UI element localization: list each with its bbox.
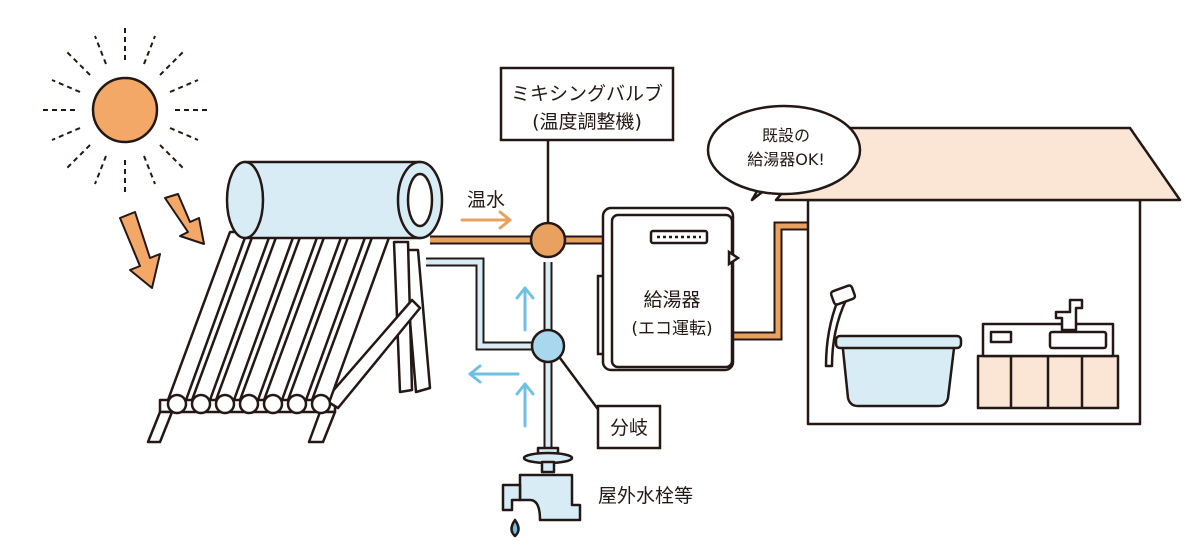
hot-flow-arrow-icon (460, 210, 512, 230)
water-heater (596, 206, 741, 372)
hot-water-label: 温水 (467, 189, 505, 211)
mixing-valve-label-box (499, 66, 675, 142)
cold-flow-arrow-icon (468, 286, 535, 428)
cold-water-pipe (426, 257, 553, 448)
bubble-line-1: 既設の (762, 126, 810, 145)
sun-icon (43, 28, 207, 192)
mixing-valve-sublabel: (温度調整機) (532, 111, 642, 133)
outdoor-faucet-icon (501, 446, 582, 538)
water-heater-label: 給湯器 (643, 289, 700, 311)
speech-bubble (706, 104, 862, 202)
solar-collector (146, 160, 444, 444)
branch-label: 分岐 (610, 417, 648, 439)
mixing-valve (529, 221, 567, 259)
leader-line (558, 357, 602, 413)
branch-label-box (596, 404, 662, 450)
sunlight-arrow-icon (119, 211, 161, 289)
sunlight-arrow-icon (164, 193, 205, 245)
branch-junction (530, 328, 566, 364)
mixing-valve-label: ミキシングバルブ (511, 82, 663, 105)
bubble-line-2: 給湯器OK! (747, 150, 825, 169)
outdoor-faucet-label: 屋外水栓等 (598, 485, 693, 507)
house (774, 126, 1182, 426)
water-heater-sublabel: (エコ運転) (631, 319, 712, 339)
